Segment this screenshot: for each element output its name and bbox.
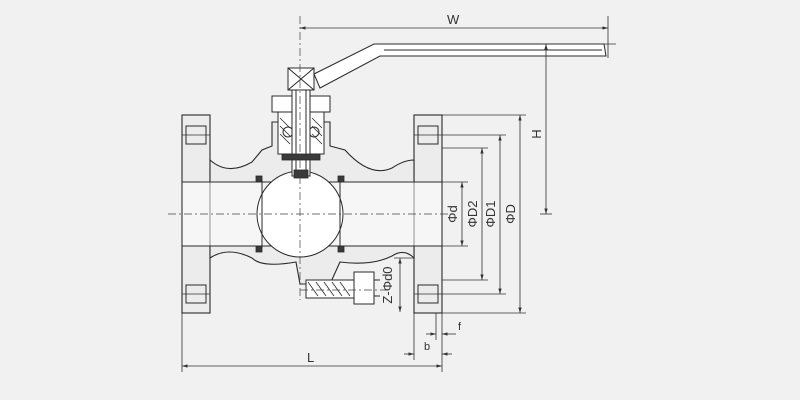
- label-phi-d2: ΦD2: [465, 201, 480, 228]
- label-b: b: [424, 341, 430, 353]
- stem-assembly: [271, 67, 331, 179]
- drain-plug: [305, 271, 380, 305]
- label-w: W: [447, 12, 460, 27]
- label-l: L: [307, 350, 314, 365]
- label-phi-dd: ΦD: [503, 204, 518, 224]
- handle-lever: [313, 43, 607, 89]
- label-z-phi-d0: Z-Φd0: [380, 266, 395, 303]
- dimensions: [181, 16, 616, 372]
- label-h: H: [529, 129, 544, 138]
- center-lines: [168, 16, 452, 300]
- label-phi-d: Φd: [445, 205, 460, 223]
- label-phi-d1: ΦD1: [483, 201, 498, 228]
- label-f: f: [458, 321, 462, 333]
